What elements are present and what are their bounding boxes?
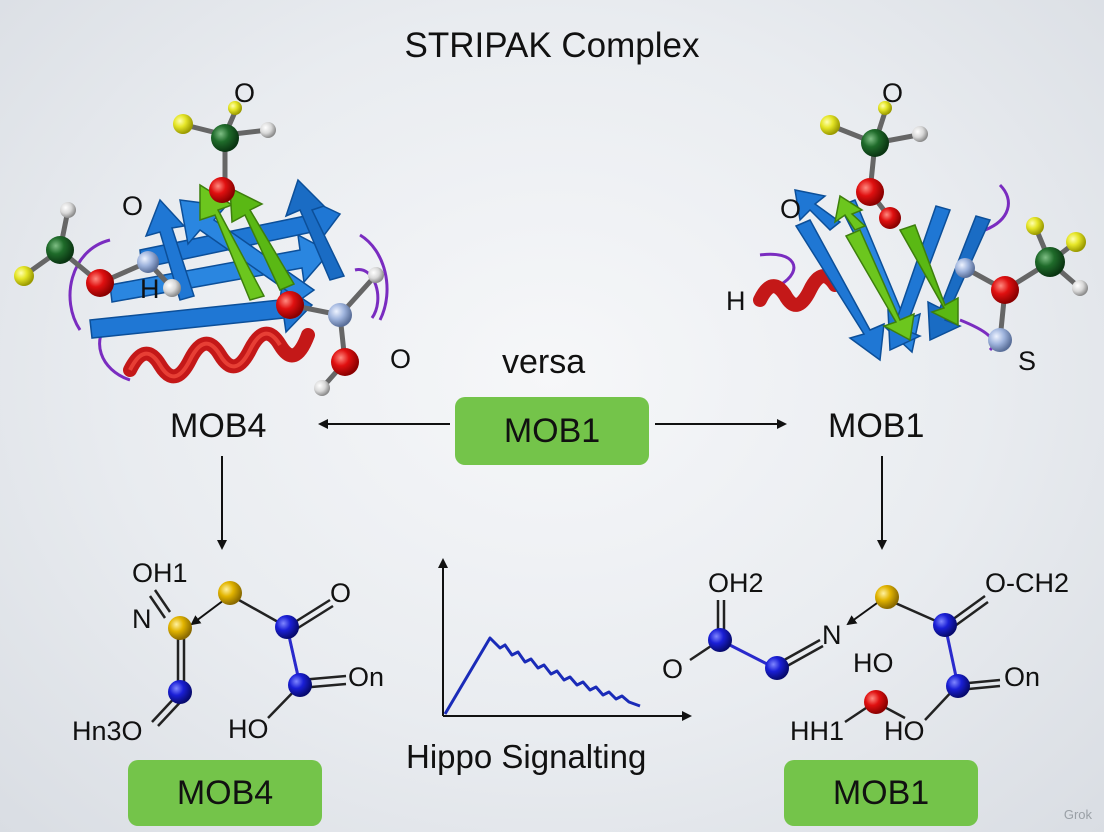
right-mol-ch2: O-CH2	[985, 568, 1070, 598]
right-mol-o-left: O	[662, 654, 684, 684]
left-protein-label-top-o: O	[234, 78, 256, 108]
left-mol-ho: HO	[228, 714, 269, 744]
bottom-mob1-label: MOB1	[832, 773, 930, 812]
left-mol-n: N	[132, 604, 152, 634]
left-mol-on: On	[348, 662, 385, 692]
diagram-title: STRIPAK Complex	[404, 26, 700, 65]
right-protein-label-top-o: O	[882, 78, 904, 108]
right-mol-on: On	[1004, 662, 1041, 692]
left-protein-structure	[14, 101, 389, 396]
left-mob4-node: MOB4	[170, 407, 267, 445]
hippo-signaling-graph	[438, 558, 692, 721]
center-arrows	[217, 419, 887, 550]
center-mob1-label: MOB1	[503, 411, 601, 450]
right-protein-structure	[753, 101, 1088, 362]
right-protein-label-side-o: O	[780, 194, 802, 224]
graph-curve	[443, 636, 641, 715]
bottom-mob1-node: MOB1	[784, 760, 978, 826]
left-protein-label-side-o: O	[122, 191, 144, 221]
right-mob1-node: MOB1	[828, 407, 925, 445]
left-protein-label-bottom-o: O	[390, 344, 412, 374]
bottom-mob4-label: MOB4	[176, 773, 274, 812]
right-mol-n: N	[822, 620, 842, 650]
versa-label: versa	[502, 343, 586, 381]
right-mol-hh1: HH1	[790, 716, 845, 746]
left-mol-o-right: O	[330, 578, 352, 608]
right-protein-label-h: H	[726, 286, 746, 316]
center-mob1-node: MOB1	[455, 397, 649, 465]
graph-x-label: Hippo Signalting	[406, 738, 647, 775]
left-mol-oh1: OH1	[132, 558, 188, 588]
bottom-mob4-node: MOB4	[128, 760, 322, 826]
right-protein-label-s: S	[1018, 346, 1037, 376]
watermark: Grok	[1063, 807, 1092, 822]
right-mol-ho-top: HO	[853, 648, 894, 678]
left-molecule	[148, 581, 347, 727]
right-molecule	[689, 585, 1001, 724]
left-protein-label-h: H	[140, 274, 160, 304]
right-mol-oh2: OH2	[708, 568, 764, 598]
left-mol-hn3o: Hn3O	[72, 716, 143, 746]
right-mol-ho-bottom: HO	[884, 716, 925, 746]
